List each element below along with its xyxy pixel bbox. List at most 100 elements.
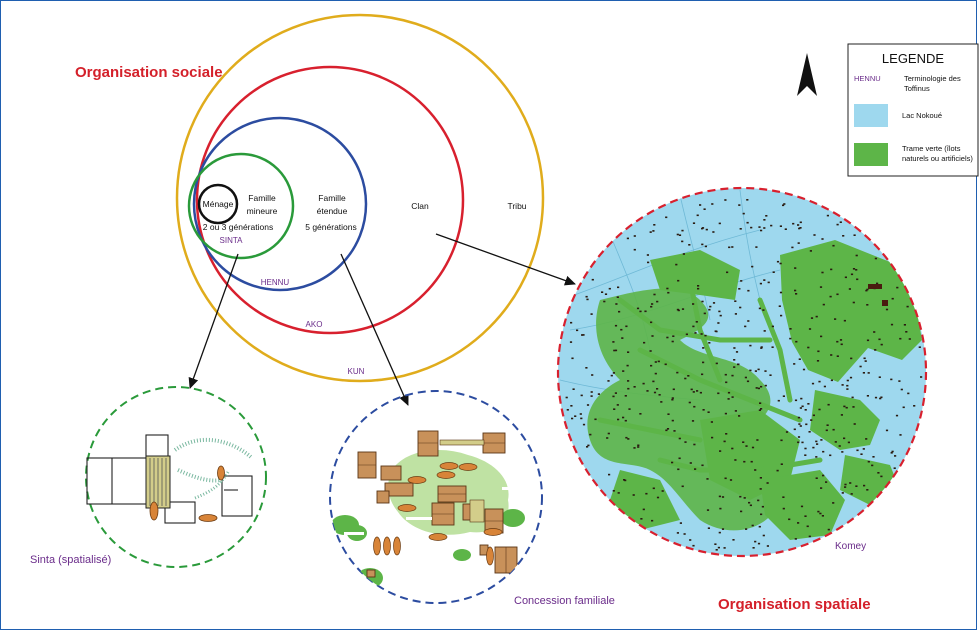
house-dot xyxy=(696,390,699,392)
house-dot xyxy=(867,372,870,374)
house-dot xyxy=(678,234,682,236)
house-dot xyxy=(836,223,839,226)
label-generations-5: 5 générations xyxy=(305,222,357,232)
house-dot xyxy=(731,447,734,450)
house-dot xyxy=(693,405,696,408)
house-dot xyxy=(866,489,869,491)
house-dot xyxy=(746,380,750,383)
house-dot xyxy=(758,307,761,310)
house-dot xyxy=(779,225,782,227)
house-dot xyxy=(708,342,711,344)
house-dot xyxy=(626,364,629,367)
house-dot xyxy=(778,305,781,307)
house-dot xyxy=(872,456,875,458)
house-dot xyxy=(591,278,594,281)
house-dot xyxy=(616,404,619,406)
house-dot xyxy=(759,402,762,404)
house-dot xyxy=(851,396,854,399)
house-dot xyxy=(866,304,869,306)
house-dot xyxy=(734,410,737,412)
house-dot xyxy=(652,230,655,232)
house-dot xyxy=(676,233,679,236)
house-dot xyxy=(574,415,577,417)
house-dot xyxy=(654,372,657,375)
house-dot xyxy=(817,350,820,353)
house-dot xyxy=(812,446,815,449)
house-dot xyxy=(798,358,801,360)
house-dot xyxy=(755,246,758,248)
house-dot xyxy=(759,282,762,285)
house-dot xyxy=(718,495,721,498)
house-dot xyxy=(885,429,889,432)
house-dot xyxy=(876,282,879,285)
house-dot xyxy=(603,300,606,303)
house-dot xyxy=(702,409,705,411)
house-dot xyxy=(692,303,695,305)
house-dot xyxy=(795,293,798,295)
house-dot xyxy=(615,303,618,305)
house-dot xyxy=(863,357,866,360)
house-dot xyxy=(866,395,869,397)
house-dot xyxy=(799,221,802,224)
house-dot xyxy=(652,487,655,490)
house-dot xyxy=(845,406,848,409)
house-dot xyxy=(644,310,647,313)
arrow-to-concession xyxy=(340,253,409,406)
house-dot xyxy=(819,512,822,515)
house-dot xyxy=(613,349,616,352)
house-dot xyxy=(729,479,733,481)
house-dot xyxy=(681,229,684,232)
house-dot xyxy=(660,401,663,403)
house-dot xyxy=(797,416,800,419)
house-dot xyxy=(718,222,721,225)
house-dot xyxy=(783,203,786,205)
house-dot xyxy=(760,347,763,349)
house-dot xyxy=(636,307,640,310)
house-dot xyxy=(832,502,835,504)
house-dot xyxy=(692,544,695,547)
house-dot xyxy=(697,287,700,290)
house-dot xyxy=(677,468,680,471)
house-dot xyxy=(677,309,680,312)
house-dot xyxy=(628,408,631,410)
house-dot xyxy=(806,525,809,528)
house-dot xyxy=(586,446,589,448)
house-dot xyxy=(751,446,755,449)
house-dot xyxy=(666,428,670,430)
house-dot xyxy=(808,431,811,433)
house-dot xyxy=(794,267,797,269)
house-dot xyxy=(789,328,792,330)
house-dot xyxy=(664,363,667,366)
house-dot xyxy=(590,395,593,397)
house-dot xyxy=(811,382,815,385)
house-dot xyxy=(676,308,679,311)
house-dot xyxy=(607,432,610,435)
house-dot xyxy=(614,324,618,327)
house-dot xyxy=(743,497,746,499)
house-dot xyxy=(570,321,573,324)
house-dot xyxy=(756,439,759,441)
house-dot xyxy=(819,286,823,288)
house-dot xyxy=(566,409,569,411)
house-dot xyxy=(855,254,858,257)
house-dot xyxy=(750,226,753,229)
house-dot xyxy=(582,423,586,426)
house-dot xyxy=(818,380,821,383)
house-dot xyxy=(797,522,800,524)
house-dot xyxy=(821,238,824,240)
house-dot xyxy=(752,547,755,549)
house-dot xyxy=(625,325,628,328)
house-dot xyxy=(905,331,908,333)
house-dot xyxy=(711,436,714,439)
legend-green-line1: Trame verte (îlots xyxy=(902,144,961,153)
house-dot xyxy=(708,308,711,311)
house-dot xyxy=(697,285,700,287)
house-dot xyxy=(757,499,760,502)
house-dot xyxy=(701,243,704,246)
house-dot xyxy=(873,331,876,333)
house-dot xyxy=(816,443,819,445)
concession-panel: Concession familiale xyxy=(329,390,615,607)
house-dot xyxy=(899,337,902,340)
house-dot xyxy=(643,341,646,344)
house-dot xyxy=(908,338,911,340)
